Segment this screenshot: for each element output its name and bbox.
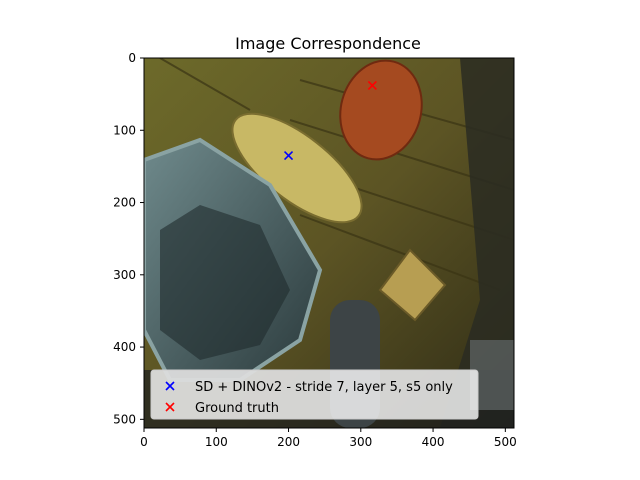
legend-label-0: SD + DINOv2 - stride 7, layer 5, s5 only <box>195 380 453 395</box>
x-tick-label: 400 <box>422 435 445 449</box>
legend-label-1: Ground truth <box>195 401 279 416</box>
axis-ticks: 0 100 200 300 400 500 0 100 200 300 400 500 <box>113 51 517 449</box>
x-tick-label: 200 <box>277 435 300 449</box>
y-tick-label: 400 <box>113 340 136 354</box>
y-tick-label: 200 <box>113 196 136 210</box>
legend: SD + DINOv2 - stride 7, layer 5, s5 only… <box>150 369 479 420</box>
x-tick-label: 100 <box>205 435 228 449</box>
data-point-series-0 <box>283 150 294 161</box>
chart-title: Image Correspondence <box>235 34 421 53</box>
legend-marker-0 <box>165 381 175 391</box>
data-point-series-1 <box>367 80 377 91</box>
x-tick-label: 0 <box>140 435 148 449</box>
x-tick-label: 300 <box>349 435 372 449</box>
data-markers <box>283 80 377 161</box>
y-tick-label: 0 <box>128 51 136 65</box>
y-tick-label: 500 <box>113 412 136 426</box>
x-tick-label: 500 <box>494 435 517 449</box>
legend-marker-1 <box>165 402 175 412</box>
y-tick-label: 300 <box>113 268 136 282</box>
plot-frame <box>143 57 515 429</box>
y-tick-label: 100 <box>113 123 136 137</box>
